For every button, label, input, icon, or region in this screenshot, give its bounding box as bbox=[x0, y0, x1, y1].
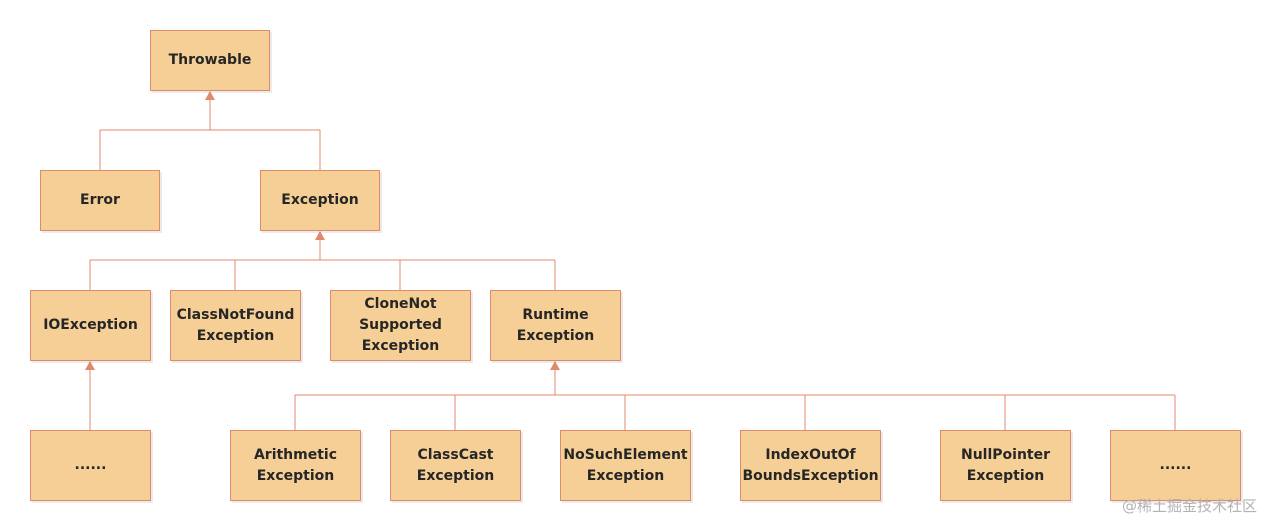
arrowhead-runtime bbox=[550, 361, 560, 370]
node-arithmetic-exception: Arithmetic Exception bbox=[230, 430, 361, 501]
node-classnotfound-exception: ClassNotFound Exception bbox=[170, 290, 301, 361]
node-runtime-more: ...... bbox=[1110, 430, 1241, 501]
arrowhead-throwable bbox=[205, 91, 215, 100]
node-runtime-exception: Runtime Exception bbox=[490, 290, 621, 361]
connector-throwable bbox=[99, 92, 321, 170]
node-classcast-exception: ClassCast Exception bbox=[390, 430, 521, 501]
node-ioexception-more: ...... bbox=[30, 430, 151, 501]
node-nullpointer-exception: NullPointer Exception bbox=[940, 430, 1071, 501]
connector-exception bbox=[89, 232, 556, 290]
watermark: @稀土掘金技术社区 bbox=[1121, 497, 1257, 515]
node-clonenotsupported-exception: CloneNot Supported Exception bbox=[330, 290, 471, 361]
node-nosuchelement-exception: NoSuchElement Exception bbox=[560, 430, 691, 501]
node-error: Error bbox=[40, 170, 160, 231]
node-ioexception: IOException bbox=[30, 290, 151, 361]
connector-runtime bbox=[294, 362, 1176, 430]
node-exception: Exception bbox=[260, 170, 380, 231]
arrowhead-ioexception bbox=[85, 361, 95, 370]
node-indexoutofbounds-exception: IndexOutOf BoundsException bbox=[740, 430, 881, 501]
node-throwable: Throwable bbox=[150, 30, 270, 91]
arrowhead-exception bbox=[315, 231, 325, 240]
